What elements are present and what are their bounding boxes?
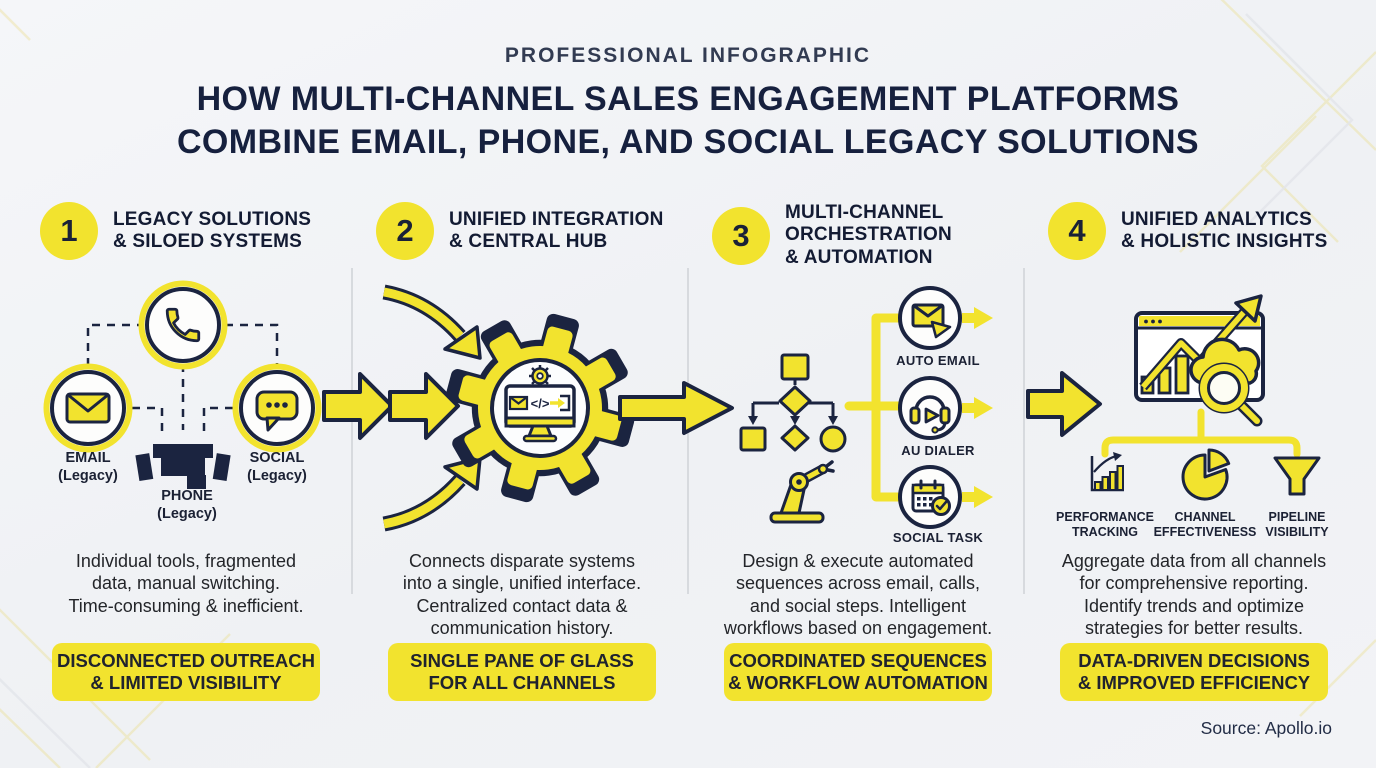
branch-arrow-icons <box>962 307 993 508</box>
auto-email-label: AUTO EMAIL <box>896 353 980 368</box>
gear-hub-icon: </> <box>445 313 635 503</box>
legacy-channels-illustration <box>43 280 322 489</box>
bracket-connector <box>1101 408 1301 458</box>
step-3-title: MULTI-CHANNEL ORCHESTRATION & AUTOMATION <box>785 202 952 268</box>
monitor-icon: </> <box>504 365 576 443</box>
step-3-description: Design & execute automated sequences acr… <box>723 551 993 638</box>
step-2-number-badge: 2 <box>376 202 434 260</box>
step-2-header: 2 UNIFIED INTEGRATION & CENTRAL HUB <box>376 202 674 260</box>
divider <box>351 268 353 594</box>
code-glyph: </> <box>531 396 550 411</box>
pie-chart-icon <box>1181 448 1231 501</box>
flow-arrow-2-3-icon <box>618 381 734 435</box>
flow-arrow-1-2-icon <box>322 372 460 440</box>
eyebrow-title: PROFESSIONAL INFOGRAPHIC <box>504 44 872 67</box>
social-task-label: SOCIAL TASK <box>892 530 984 545</box>
orchestration-illustration <box>739 286 993 529</box>
step-2-badge: SINGLE PANE OF GLASS FOR ALL CHANNELS <box>388 643 656 702</box>
dashed-connector-lines <box>86 323 279 438</box>
pipeline-visibility-label: PIPELINE VISIBILITY <box>1265 510 1329 540</box>
source-credit: Source: Apollo.io <box>1200 718 1332 738</box>
step-4-unified-analytics: 4 UNIFIED ANALYTICS & HOLISTIC INSIGHTS <box>1048 200 1340 720</box>
channel-effectiveness-label: CHANNEL EFFECTIVENESS <box>1153 510 1257 540</box>
flow-arrow-3-4-icon <box>1026 371 1102 437</box>
social-task-icon <box>898 465 962 529</box>
email-legacy-label: EMAIL (Legacy) <box>58 450 118 484</box>
robot-arm-icon <box>769 460 835 524</box>
page-title: HOW MULTI-CHANNEL SALES ENGAGEMENT PLATF… <box>176 80 1200 161</box>
step-3-badge: COORDINATED SEQUENCES & WORKFLOW AUTOMAT… <box>724 643 992 702</box>
step-2-description: Connects disparate systems into a single… <box>402 551 642 638</box>
step-4-description: Aggregate data from all channels for com… <box>1061 551 1327 638</box>
auto-email-icon <box>898 286 962 350</box>
social-legacy-label: SOCIAL (Legacy) <box>247 450 307 484</box>
step-1-title: LEGACY SOLUTIONS & SILOED SYSTEMS <box>113 208 312 252</box>
step-3-orchestration: 3 MULTI-CHANNEL ORCHESTRATION & AUTOMATI… <box>712 200 1004 720</box>
step-4-badge: DATA-DRIVEN DECISIONS & IMPROVED EFFICIE… <box>1060 643 1328 702</box>
magnifier-icon <box>1198 362 1263 427</box>
step-1-legacy-solutions: 1 LEGACY SOLUTIONS & SILOED SYSTEMS <box>40 200 332 720</box>
divider <box>1023 268 1025 594</box>
small-gear-icon <box>529 365 551 387</box>
step-1-description: Individual tools, fragmented data, manua… <box>68 551 304 616</box>
performance-tracking-icon <box>1090 452 1124 492</box>
inbound-arrow-bottom-icon <box>382 456 482 532</box>
flowchart-icon <box>739 353 847 453</box>
step-2-title: UNIFIED INTEGRATION & CENTRAL HUB <box>449 208 664 252</box>
social-icon <box>232 363 322 453</box>
dialer-icon <box>898 376 962 440</box>
inbound-arrow-top-icon <box>382 284 482 360</box>
step-1-number-badge: 1 <box>40 202 98 260</box>
analytics-illustration <box>1090 294 1321 501</box>
step-3-header: 3 MULTI-CHANNEL ORCHESTRATION & AUTOMATI… <box>712 202 1010 269</box>
legacy-phone-icon <box>135 444 231 489</box>
au-dialer-label: AU DIALER <box>901 443 975 458</box>
step-4-title: UNIFIED ANALYTICS & HOLISTIC INSIGHTS <box>1121 208 1328 252</box>
step-3-number-badge: 3 <box>712 206 770 265</box>
step-4-header: 4 UNIFIED ANALYTICS & HOLISTIC INSIGHTS <box>1048 202 1346 260</box>
phone-legacy-label: PHONE (Legacy) <box>157 488 217 522</box>
phone-icon <box>138 280 228 370</box>
email-icon <box>43 363 133 453</box>
step-2-unified-integration: 2 UNIFIED INTEGRATION & CENTRAL HUB <box>376 200 668 720</box>
growth-arrow-icon <box>1139 294 1263 391</box>
step-1-badge: DISCONNECTED OUTREACH & LIMITED VISIBILI… <box>52 643 320 702</box>
performance-tracking-label: PERFORMANCE TRACKING <box>1056 510 1154 540</box>
step-4-number-badge: 4 <box>1048 202 1106 260</box>
funnel-icon <box>1273 456 1321 496</box>
central-hub-illustration: </> <box>382 284 635 532</box>
branch-connectors <box>844 313 903 502</box>
step-1-header: 1 LEGACY SOLUTIONS & SILOED SYSTEMS <box>40 202 338 260</box>
